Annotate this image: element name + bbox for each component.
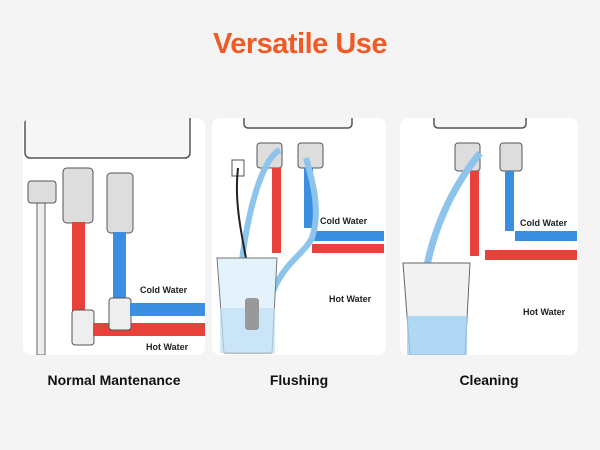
valve-icon	[27, 180, 57, 204]
page-title: Versatile Use	[212, 28, 388, 60]
bucket-water	[407, 316, 467, 355]
hot-water-label: Hot Water	[146, 342, 189, 352]
hot-water-label: Hot Water	[329, 294, 372, 304]
pump-icon	[245, 298, 259, 330]
cold-pipe	[113, 232, 126, 307]
hot-elbow-fitting	[71, 309, 95, 346]
cold-water-label: Cold Water	[320, 216, 368, 226]
panel-normal-maintenance: Cold Water Hot Water	[23, 118, 205, 355]
cold-water-label: Cold Water	[140, 285, 188, 295]
cold-pipe-horizontal	[515, 231, 577, 241]
hot-pipe	[470, 171, 479, 256]
caption-normal-maintenance: Normal Mantenance	[47, 372, 181, 388]
caption-cleaning: Cleaning	[459, 372, 519, 388]
hot-pipe	[272, 168, 281, 253]
hot-water-label: Hot Water	[523, 307, 566, 317]
water-heater-unit	[433, 118, 527, 129]
cold-pipe-horizontal	[312, 231, 384, 241]
hot-pipe	[72, 222, 85, 322]
wall-pipe	[36, 187, 46, 355]
cleaning-illustration: Cold Water Hot Water	[402, 118, 577, 355]
cold-elbow-fitting	[108, 297, 132, 331]
hose	[264, 157, 319, 319]
flushing-illustration: Cold Water Hot Water	[216, 118, 384, 354]
water-heater-unit	[24, 118, 191, 159]
hot-valve-icon	[62, 167, 94, 224]
cold-pipe	[505, 171, 514, 231]
water-heater-unit	[243, 118, 353, 129]
cold-pipe-horizontal	[130, 303, 205, 316]
cold-pipe	[304, 168, 313, 228]
hot-pipe-horizontal	[485, 250, 577, 260]
cold-valve-icon	[106, 172, 134, 234]
hot-pipe-horizontal	[312, 244, 384, 253]
cold-valve-icon	[499, 142, 523, 172]
panel-flushing: Cold Water Hot Water	[212, 118, 386, 355]
caption-flushing: Flushing	[269, 372, 329, 388]
panel-cleaning: Cold Water Hot Water	[400, 118, 578, 355]
normal-maintenance-illustration: Cold Water Hot Water	[24, 118, 205, 355]
cold-water-label: Cold Water	[520, 218, 568, 228]
